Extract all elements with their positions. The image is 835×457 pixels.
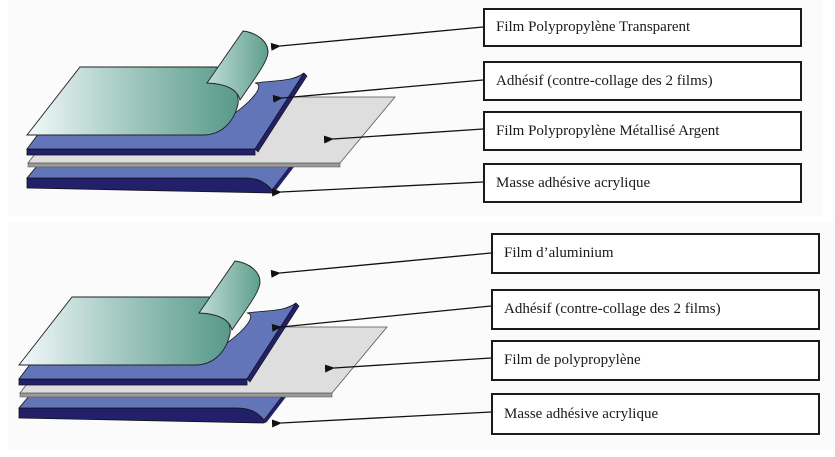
label-bottom-aluminium-film: Film d’aluminium [491, 233, 820, 274]
label-text: Masse adhésive acrylique [504, 405, 659, 422]
label-text: Film Polypropylène Transparent [496, 19, 691, 35]
label-text: Adhésif (contre-collage des 2 films) [504, 301, 721, 317]
arrow-top-3 [323, 128, 484, 144]
label-bottom-adhesive: Adhésif (contre-collage des 2 films) [491, 289, 820, 330]
label-text: Film Polypropylène Métallisé Argent [496, 122, 720, 139]
label-text: Adhésif (contre-collage des 2 films) [496, 72, 713, 89]
label-text: Film d’aluminium [504, 245, 614, 261]
label-top-adhesive: Adhésif (contre-collage des 2 films) [483, 61, 802, 101]
arrow-bottom-4 [271, 411, 492, 428]
label-top-metallized-film: Film Polypropylène Métallisé Argent [483, 111, 802, 151]
arrow-bottom-3 [324, 357, 492, 373]
arrow-top-2 [272, 79, 484, 103]
arrow-top-1 [270, 26, 484, 51]
bottom-laminate-stack [18, 260, 388, 424]
arrow-bottom-2 [271, 305, 492, 332]
arrow-bottom-1 [270, 252, 492, 278]
label-text: Masse adhésive acrylique [496, 174, 651, 191]
label-bottom-acrylic-adhesive: Masse adhésive acrylique [491, 393, 820, 435]
label-text: Film de polypropylène [504, 352, 641, 368]
label-top-film-transparent: Film Polypropylène Transparent [483, 8, 802, 47]
top-laminate-stack [26, 30, 396, 194]
arrow-top-4 [271, 181, 484, 197]
label-top-acrylic-adhesive: Masse adhésive acrylique [483, 163, 802, 203]
label-bottom-polypropylene-film: Film de polypropylène [491, 340, 820, 381]
